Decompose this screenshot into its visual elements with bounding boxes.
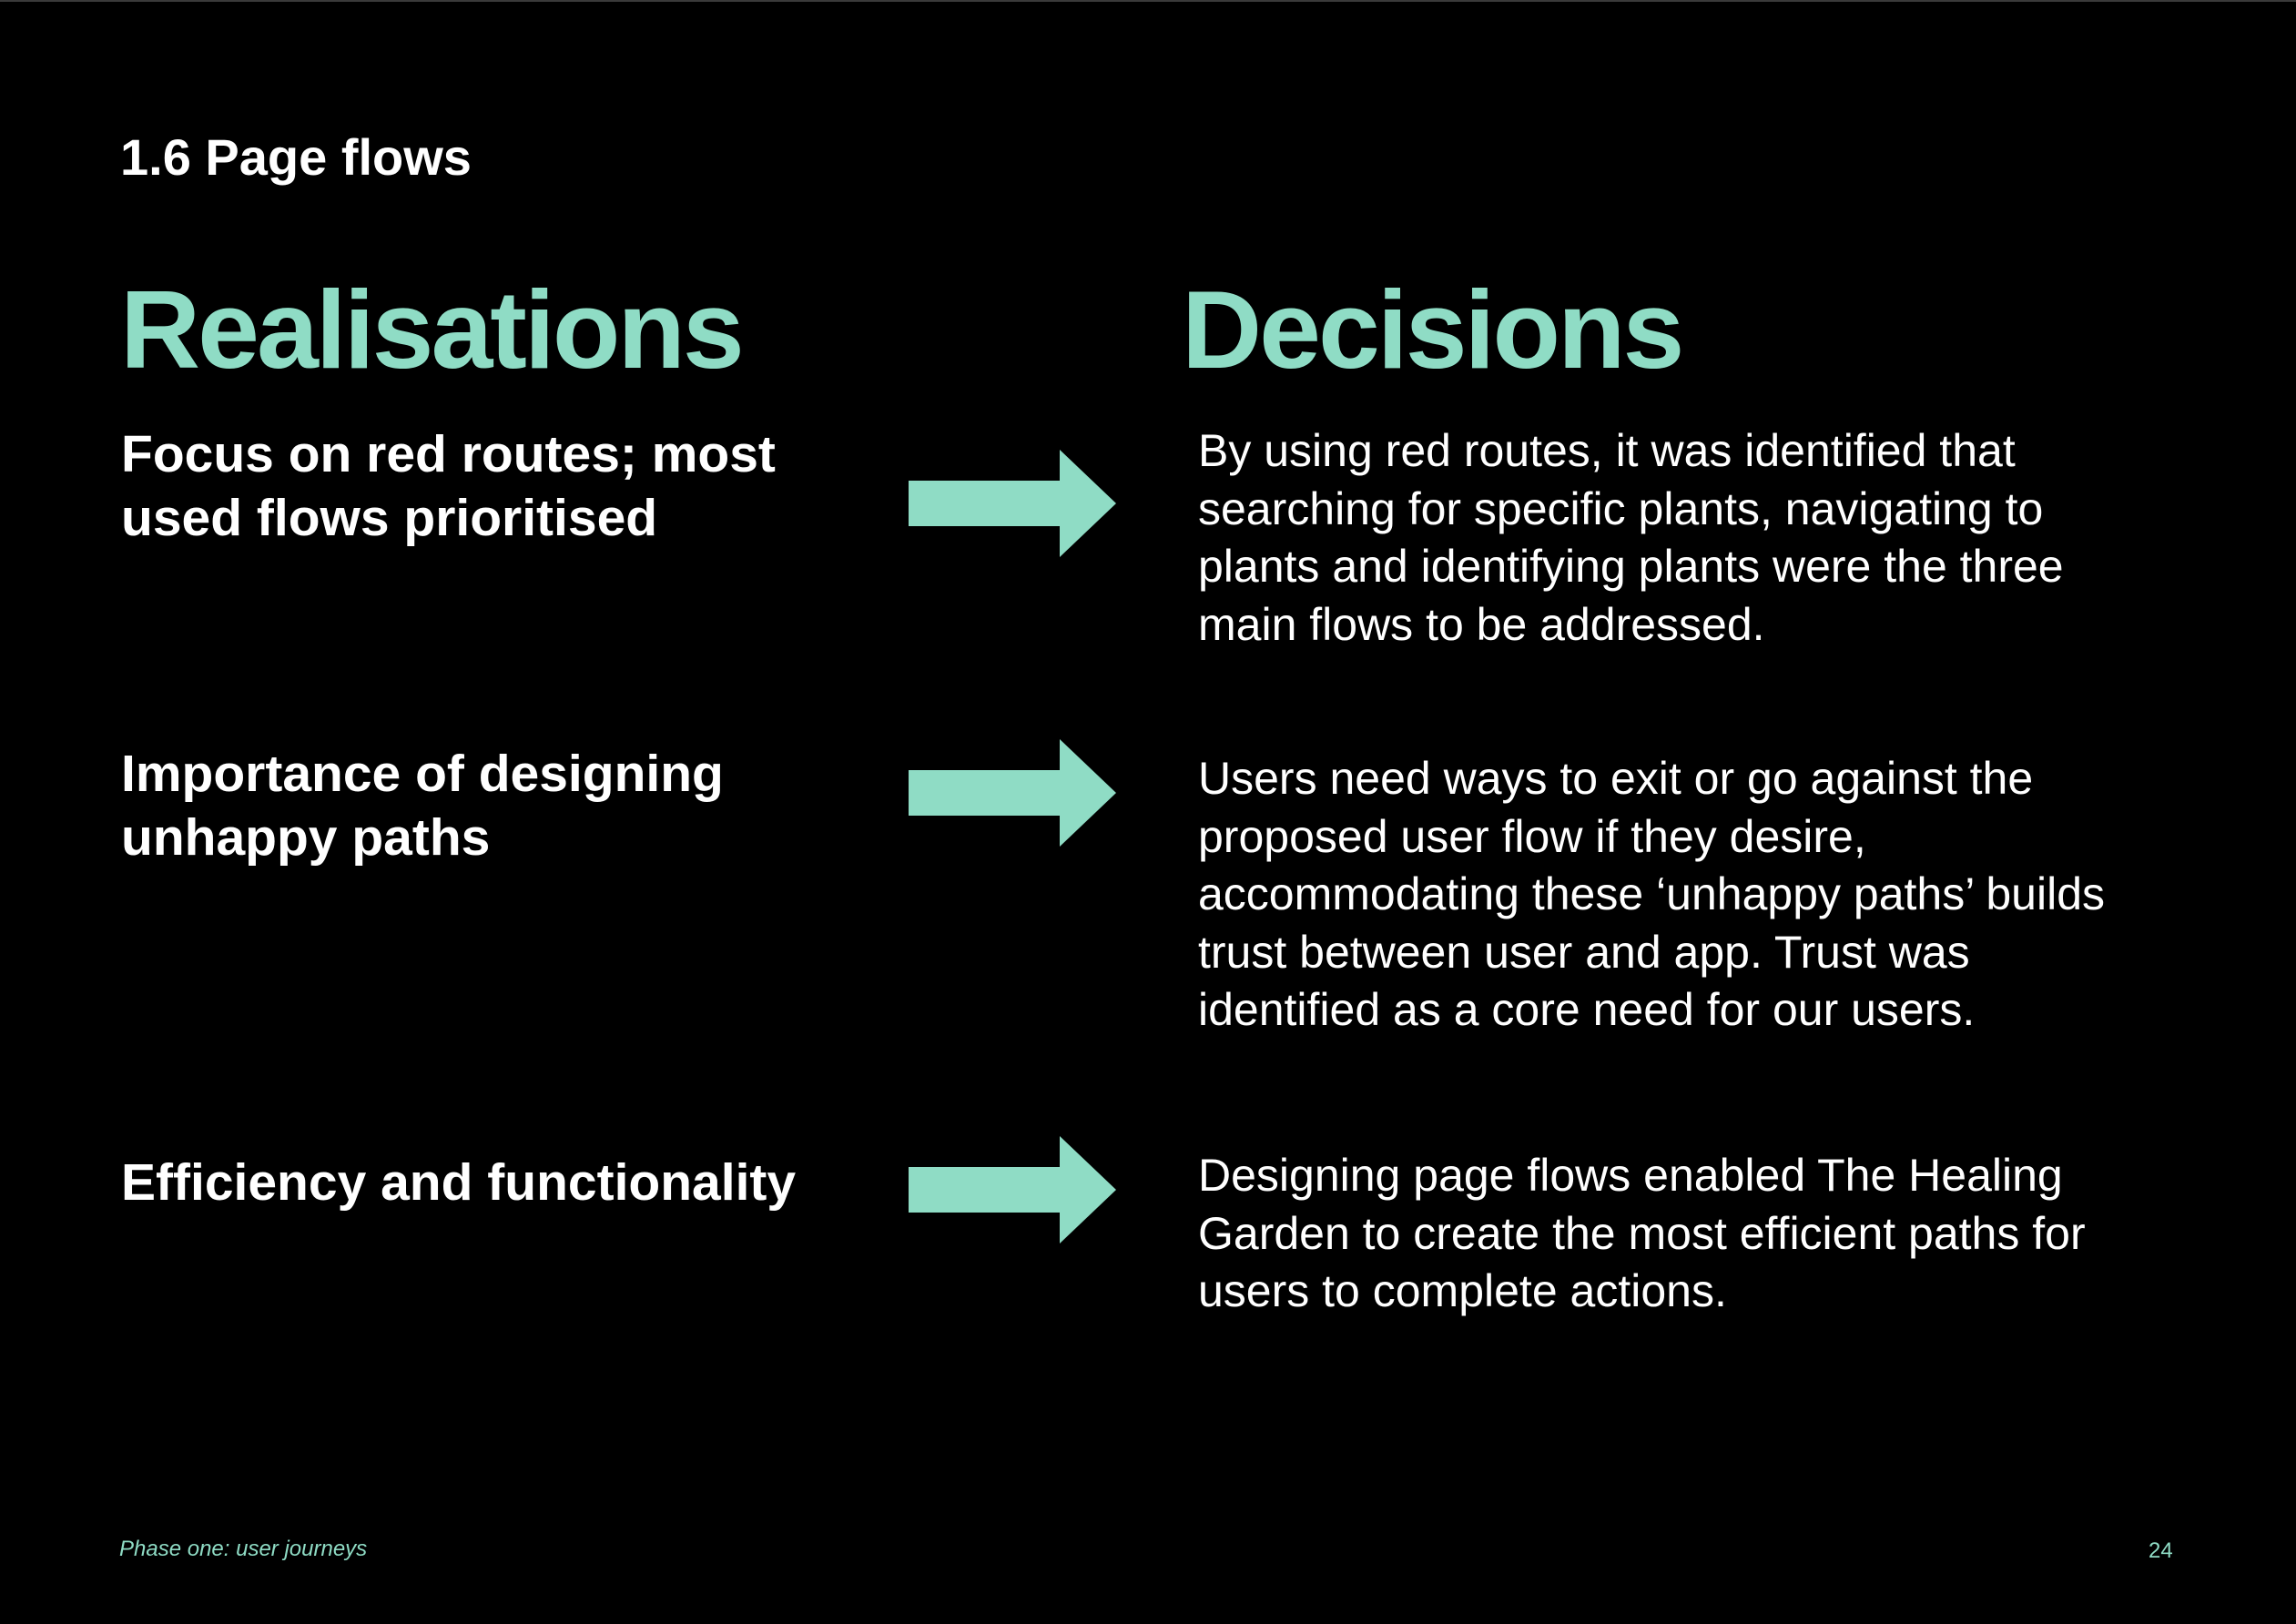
decisions-heading: Decisions xyxy=(1182,268,1684,391)
footer-label: Phase one: user journeys xyxy=(119,1537,368,1561)
arrow-right-icon xyxy=(909,1136,1116,1243)
arrow-shape xyxy=(909,450,1116,557)
decision-text: By using red routes, it was identified t… xyxy=(1198,425,2064,650)
realisation-text: Focus on red routes; most used flows pri… xyxy=(121,425,776,547)
page-number: 24 xyxy=(2149,1538,2173,1563)
realisation-text: Efficiency and functionality xyxy=(121,1153,797,1212)
arrow-shape xyxy=(909,739,1116,847)
arrow-right-icon xyxy=(909,739,1116,847)
decision-text: Users need ways to exit or go against th… xyxy=(1198,753,2105,1035)
realisation-text: Importance of designing unhappy paths xyxy=(121,745,724,867)
realisations-heading: Realisations xyxy=(120,268,745,391)
arrow-right-icon xyxy=(909,450,1116,557)
section-title: 1.6 Page flows xyxy=(120,128,472,186)
decision-text: Designing page flows enabled The Healing… xyxy=(1198,1150,2086,1316)
arrow-shape xyxy=(909,1136,1116,1243)
